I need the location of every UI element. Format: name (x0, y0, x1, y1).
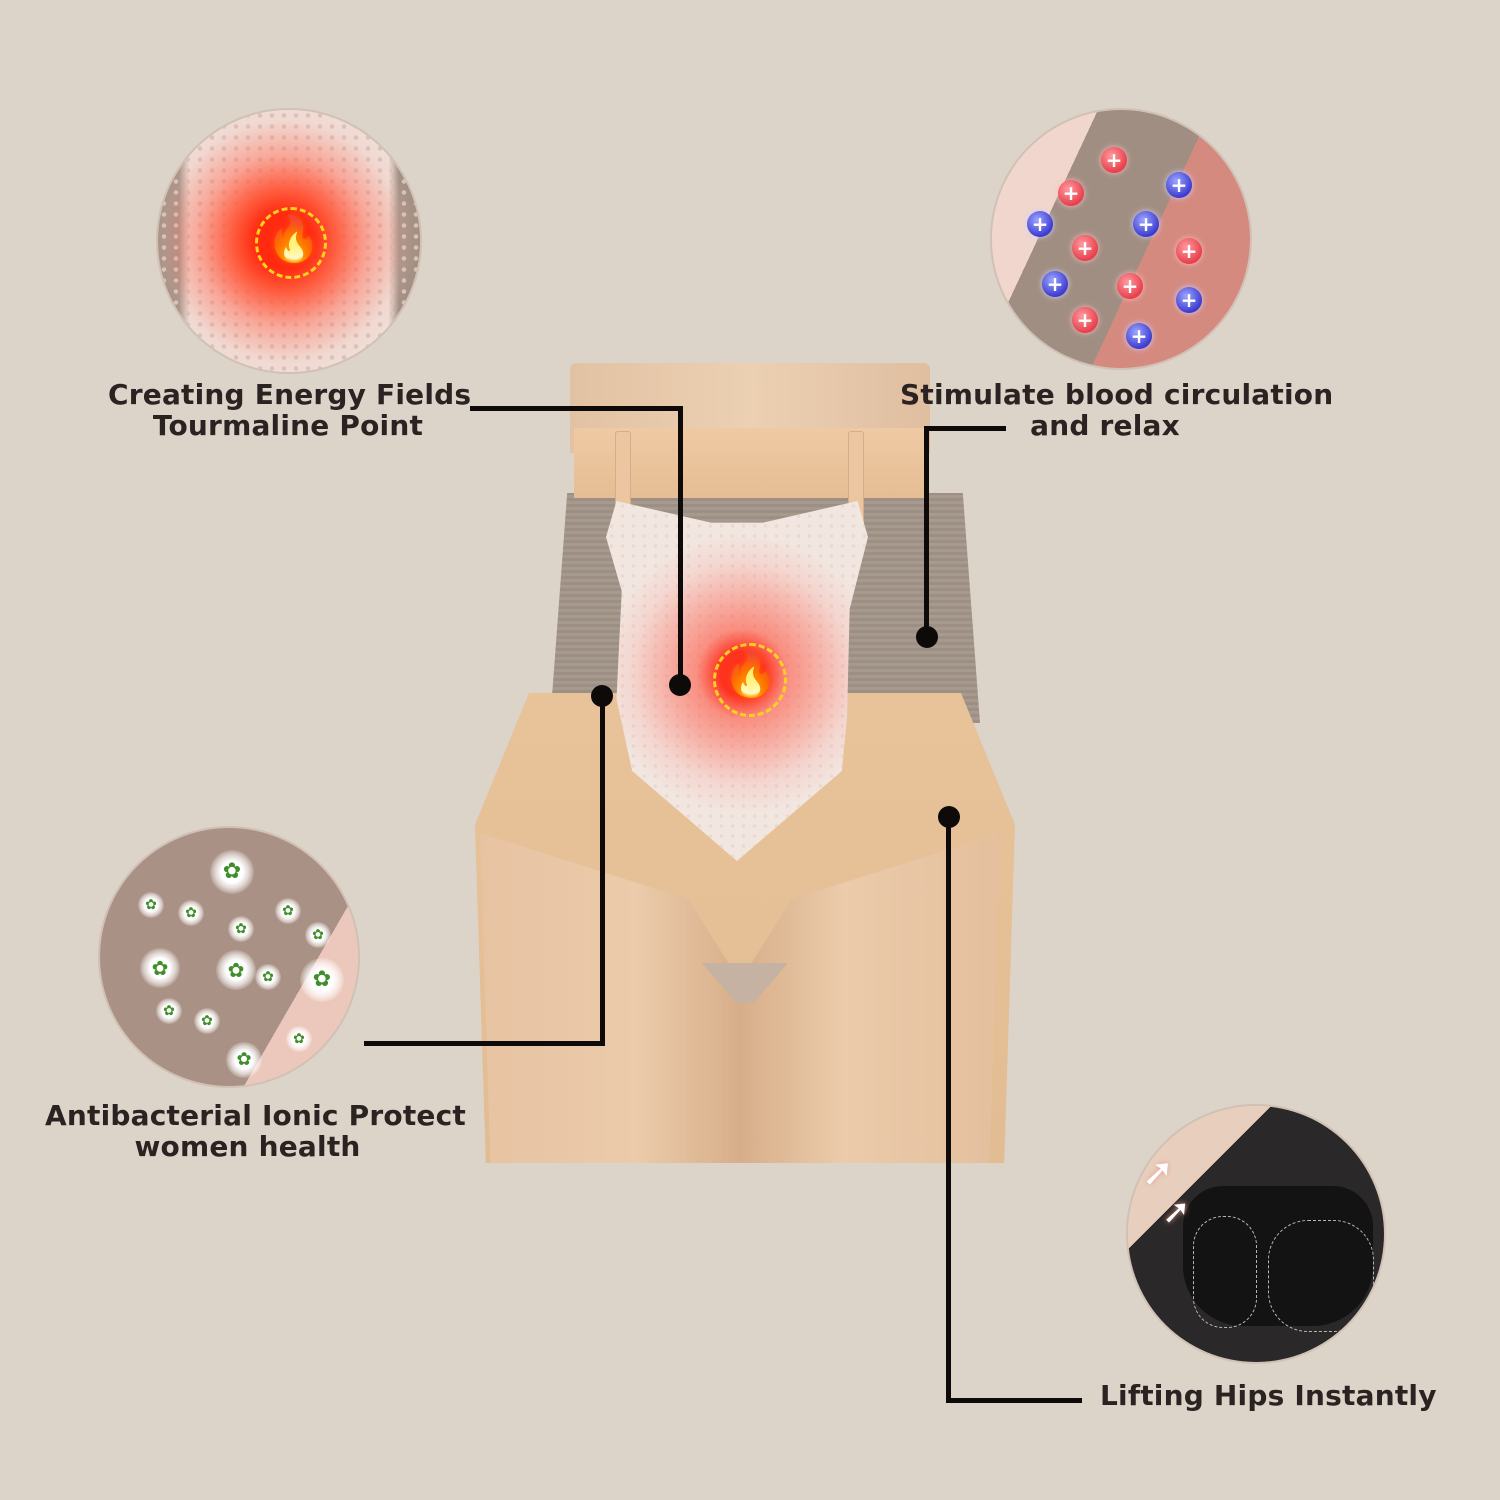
red-ion-icon: + (1072, 307, 1098, 333)
callout-line-lifting (946, 815, 951, 1403)
feature-label-line: and relax (1030, 409, 1180, 442)
feature-label-antibacterial: Antibacterial Ionic Protect women health (45, 1099, 466, 1163)
feature-label-circulation: Stimulate blood circulation and relax (900, 378, 1334, 442)
product-photo: 🔥 (470, 363, 1020, 1163)
blue-ion-icon: + (1166, 172, 1192, 198)
heat-ring-icon (713, 643, 787, 717)
herb-icon: ✿ (138, 892, 164, 918)
callout-line-circulation (924, 426, 1006, 431)
callout-dot-circulation (916, 626, 938, 648)
herb-icon: ✿ (275, 898, 301, 924)
feature-label-line: women health (134, 1130, 361, 1163)
feature-label-line: Stimulate blood circulation (900, 378, 1334, 411)
right-hip-pad (1268, 1220, 1374, 1332)
callout-line-energy (470, 406, 683, 411)
flame-icon: 🔥 (266, 214, 321, 265)
callout-line-energy (678, 406, 683, 681)
blue-ion-icon: + (1042, 271, 1068, 297)
feature-circle-lifting: ➚ ➚ (1128, 1106, 1384, 1362)
red-ion-icon: + (1101, 147, 1127, 173)
callout-line-circulation (924, 426, 929, 636)
lift-arrow-icon: ➚ (1142, 1150, 1174, 1194)
herb-icon: ✿ (194, 1008, 220, 1034)
feature-label-line: Lifting Hips Instantly (1100, 1379, 1437, 1412)
feature-label-line: Antibacterial Ionic Protect (45, 1099, 466, 1132)
lift-arrow-icon: ➚ (1162, 1192, 1191, 1232)
callout-dot-energy (669, 674, 691, 696)
feature-circle-antibacterial: ✿ ✿ ✿ ✿ ✿ ✿ ✿ ✿ ✿ ✿ ✿ ✿ ✿ ✿ (100, 828, 358, 1086)
feature-label-line: Creating Energy Fields (108, 378, 472, 411)
blue-ion-icon: + (1133, 211, 1159, 237)
feature-label-line: Tourmaline Point (152, 409, 424, 442)
blue-ion-icon: + (1176, 287, 1202, 313)
feature-circle-energy: 🔥 (158, 110, 420, 372)
left-hip-pad (1193, 1216, 1257, 1328)
heat-ring-icon (255, 207, 327, 279)
red-ion-icon: + (1176, 238, 1202, 264)
herb-icon: ✿ (255, 964, 281, 990)
herb-icon: ✿ (216, 950, 256, 990)
herb-icon: ✿ (140, 948, 180, 988)
feature-label-energy: Creating Energy Fields Tourmaline Point (108, 378, 472, 442)
waistband (574, 428, 926, 498)
herb-icon: ✿ (210, 850, 254, 894)
herb-icon: ✿ (286, 1026, 312, 1052)
red-ion-icon: + (1117, 273, 1143, 299)
herb-icon: ✿ (228, 916, 254, 942)
callout-line-lifting (946, 1398, 1082, 1403)
feature-circle-circulation: + + + + + + + + + + + + (992, 110, 1250, 368)
herb-icon: ✿ (178, 900, 204, 926)
callout-line-antibacterial (600, 695, 605, 1045)
flame-icon: 🔥 (723, 649, 778, 700)
herb-icon: ✿ (300, 958, 344, 1002)
herb-icon: ✿ (305, 922, 331, 948)
feature-label-lifting: Lifting Hips Instantly (1100, 1379, 1437, 1412)
herb-icon: ✿ (226, 1042, 262, 1078)
blue-ion-icon: + (1126, 323, 1152, 349)
red-ion-icon: + (1058, 180, 1084, 206)
callout-line-antibacterial (364, 1041, 605, 1046)
herb-icon: ✿ (156, 998, 182, 1024)
red-ion-icon: + (1072, 235, 1098, 261)
blue-ion-icon: + (1027, 211, 1053, 237)
